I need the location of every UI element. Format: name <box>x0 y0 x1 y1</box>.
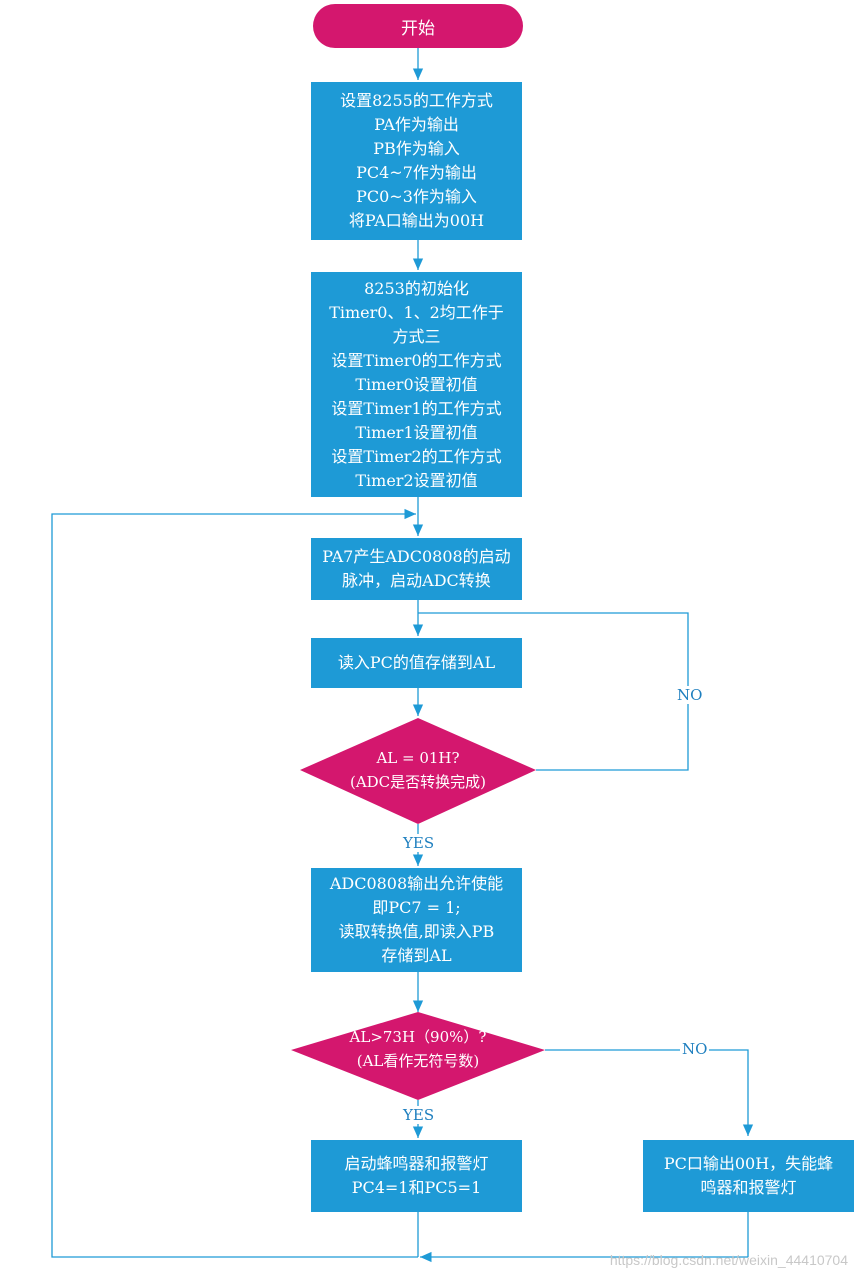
adc-start-box: PA7产生ADC0808的启动 脉冲，启动ADC转换 <box>311 538 522 600</box>
read-pc-box: 读入PC的值存储到AL <box>311 638 522 688</box>
init-8255-box: 设置8255的工作方式 PA作为输出 PB作为输入 PC4~7作为输出 PC0~… <box>311 82 522 240</box>
start-node: 开始 <box>313 4 523 48</box>
label-no-1: NO <box>675 686 705 704</box>
label-yes-1: YES <box>401 834 437 852</box>
read-value-box: ADC0808输出允许使能 即PC7 = 1; 读取转换值,即读入PB 存储到A… <box>311 868 522 972</box>
label-yes-2: YES <box>401 1106 437 1124</box>
alarm-on-box: 启动蜂鸣器和报警灯 PC4=1和PC5=1 <box>311 1140 522 1212</box>
decision-text-1: AL = 01H? (ADC是否转换完成) <box>349 749 487 791</box>
decision-diamond-1 <box>300 718 536 824</box>
watermark: https://blog.csdn.net/weixin_44410704 <box>609 1252 848 1268</box>
decision-text-2: AL>73H（90%）? (AL看作无符号数) <box>349 1028 487 1070</box>
decision-diamond-2 <box>291 1012 545 1100</box>
label-no-2: NO <box>680 1040 710 1058</box>
alarm-off-box: PC口输出00H，失能蜂 鸣器和报警灯 <box>643 1140 854 1212</box>
init-8253-box: 8253的初始化 Timer0、1、2均工作于 方式三 设置Timer0的工作方… <box>311 272 522 497</box>
